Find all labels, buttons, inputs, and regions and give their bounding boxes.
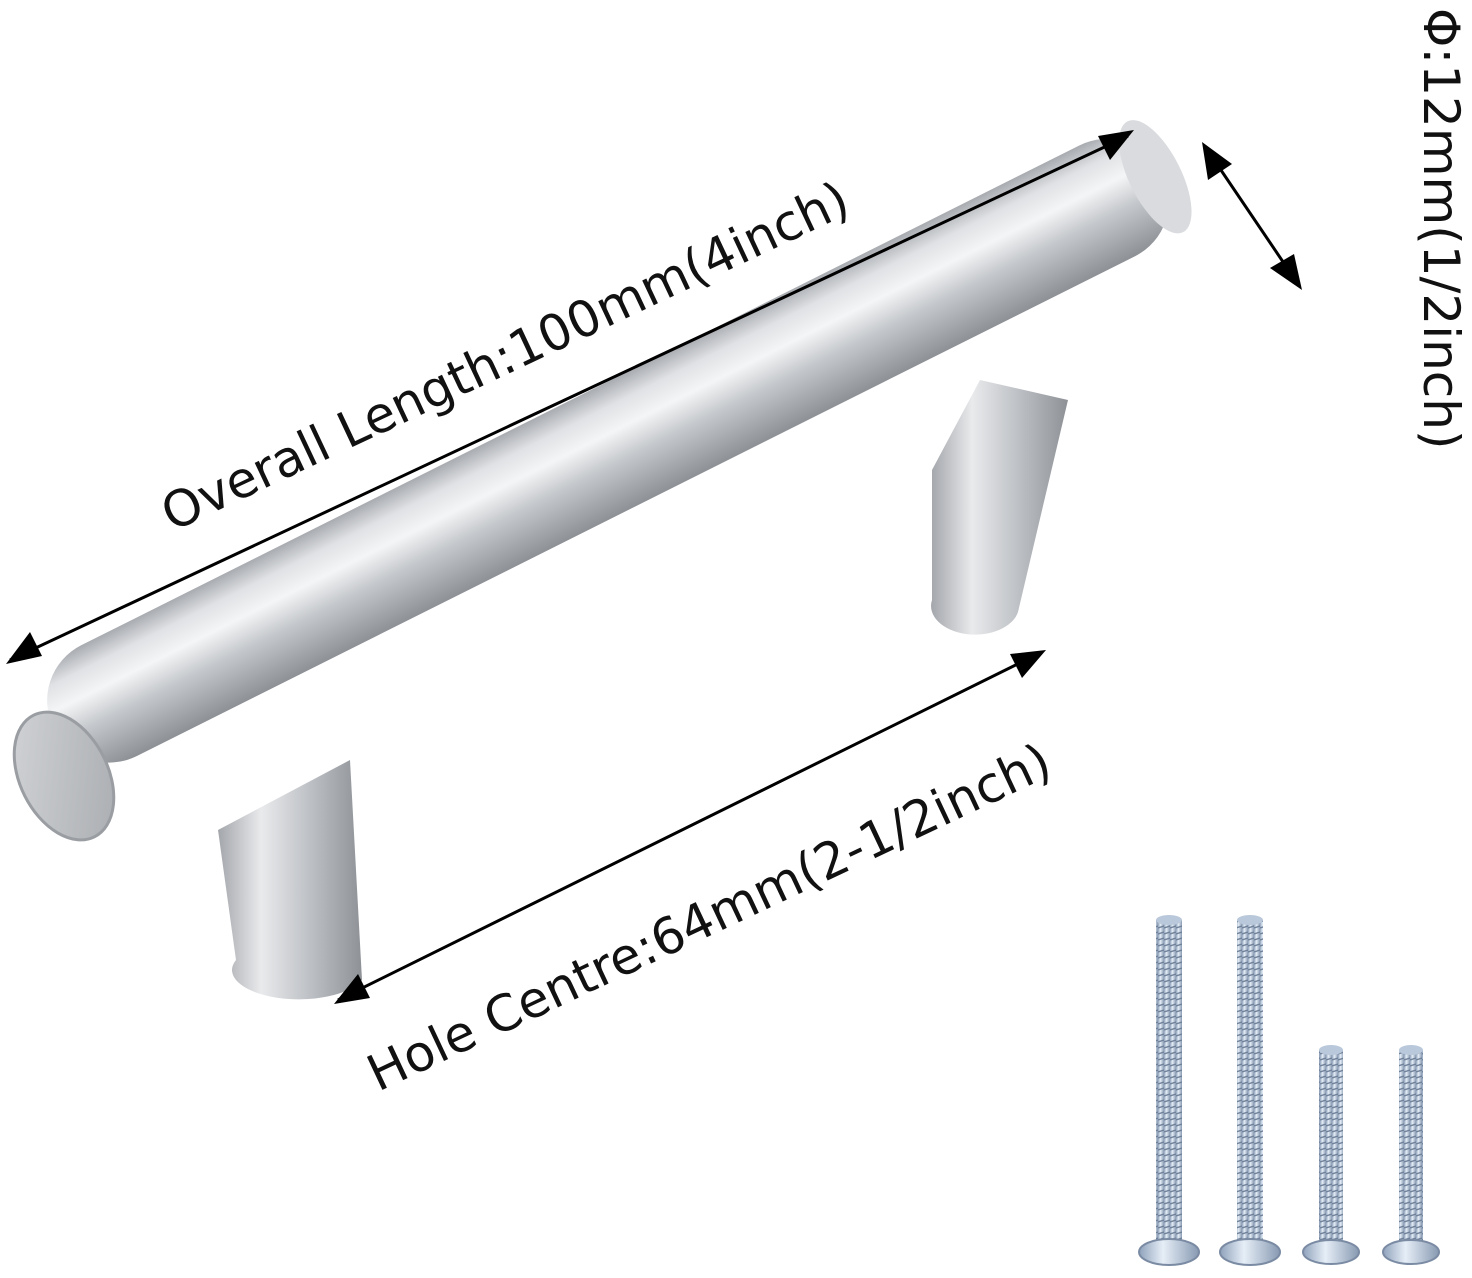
hole-centre-label: Hole Centre:64mm(2-1/2inch) xyxy=(358,732,1059,1103)
handle-leg-front xyxy=(218,760,362,1000)
overall-length-arrow xyxy=(6,130,1134,664)
handle-end-cap xyxy=(12,710,116,842)
diameter-arrow xyxy=(1202,142,1302,290)
screw-icon xyxy=(1138,915,1200,1266)
t-bar-handle-icon xyxy=(12,120,1192,1000)
screw-set xyxy=(1138,915,1440,1266)
diameter-label: Φ:12mm(1/2inch) xyxy=(1412,8,1470,449)
handle-leg-back xyxy=(931,380,1068,635)
screw-icon xyxy=(1219,915,1281,1266)
handle-bar xyxy=(47,120,1192,763)
screw-icon xyxy=(1302,1045,1360,1265)
screw-icon xyxy=(1382,1045,1440,1265)
hole-centre-arrow xyxy=(334,650,1046,1004)
